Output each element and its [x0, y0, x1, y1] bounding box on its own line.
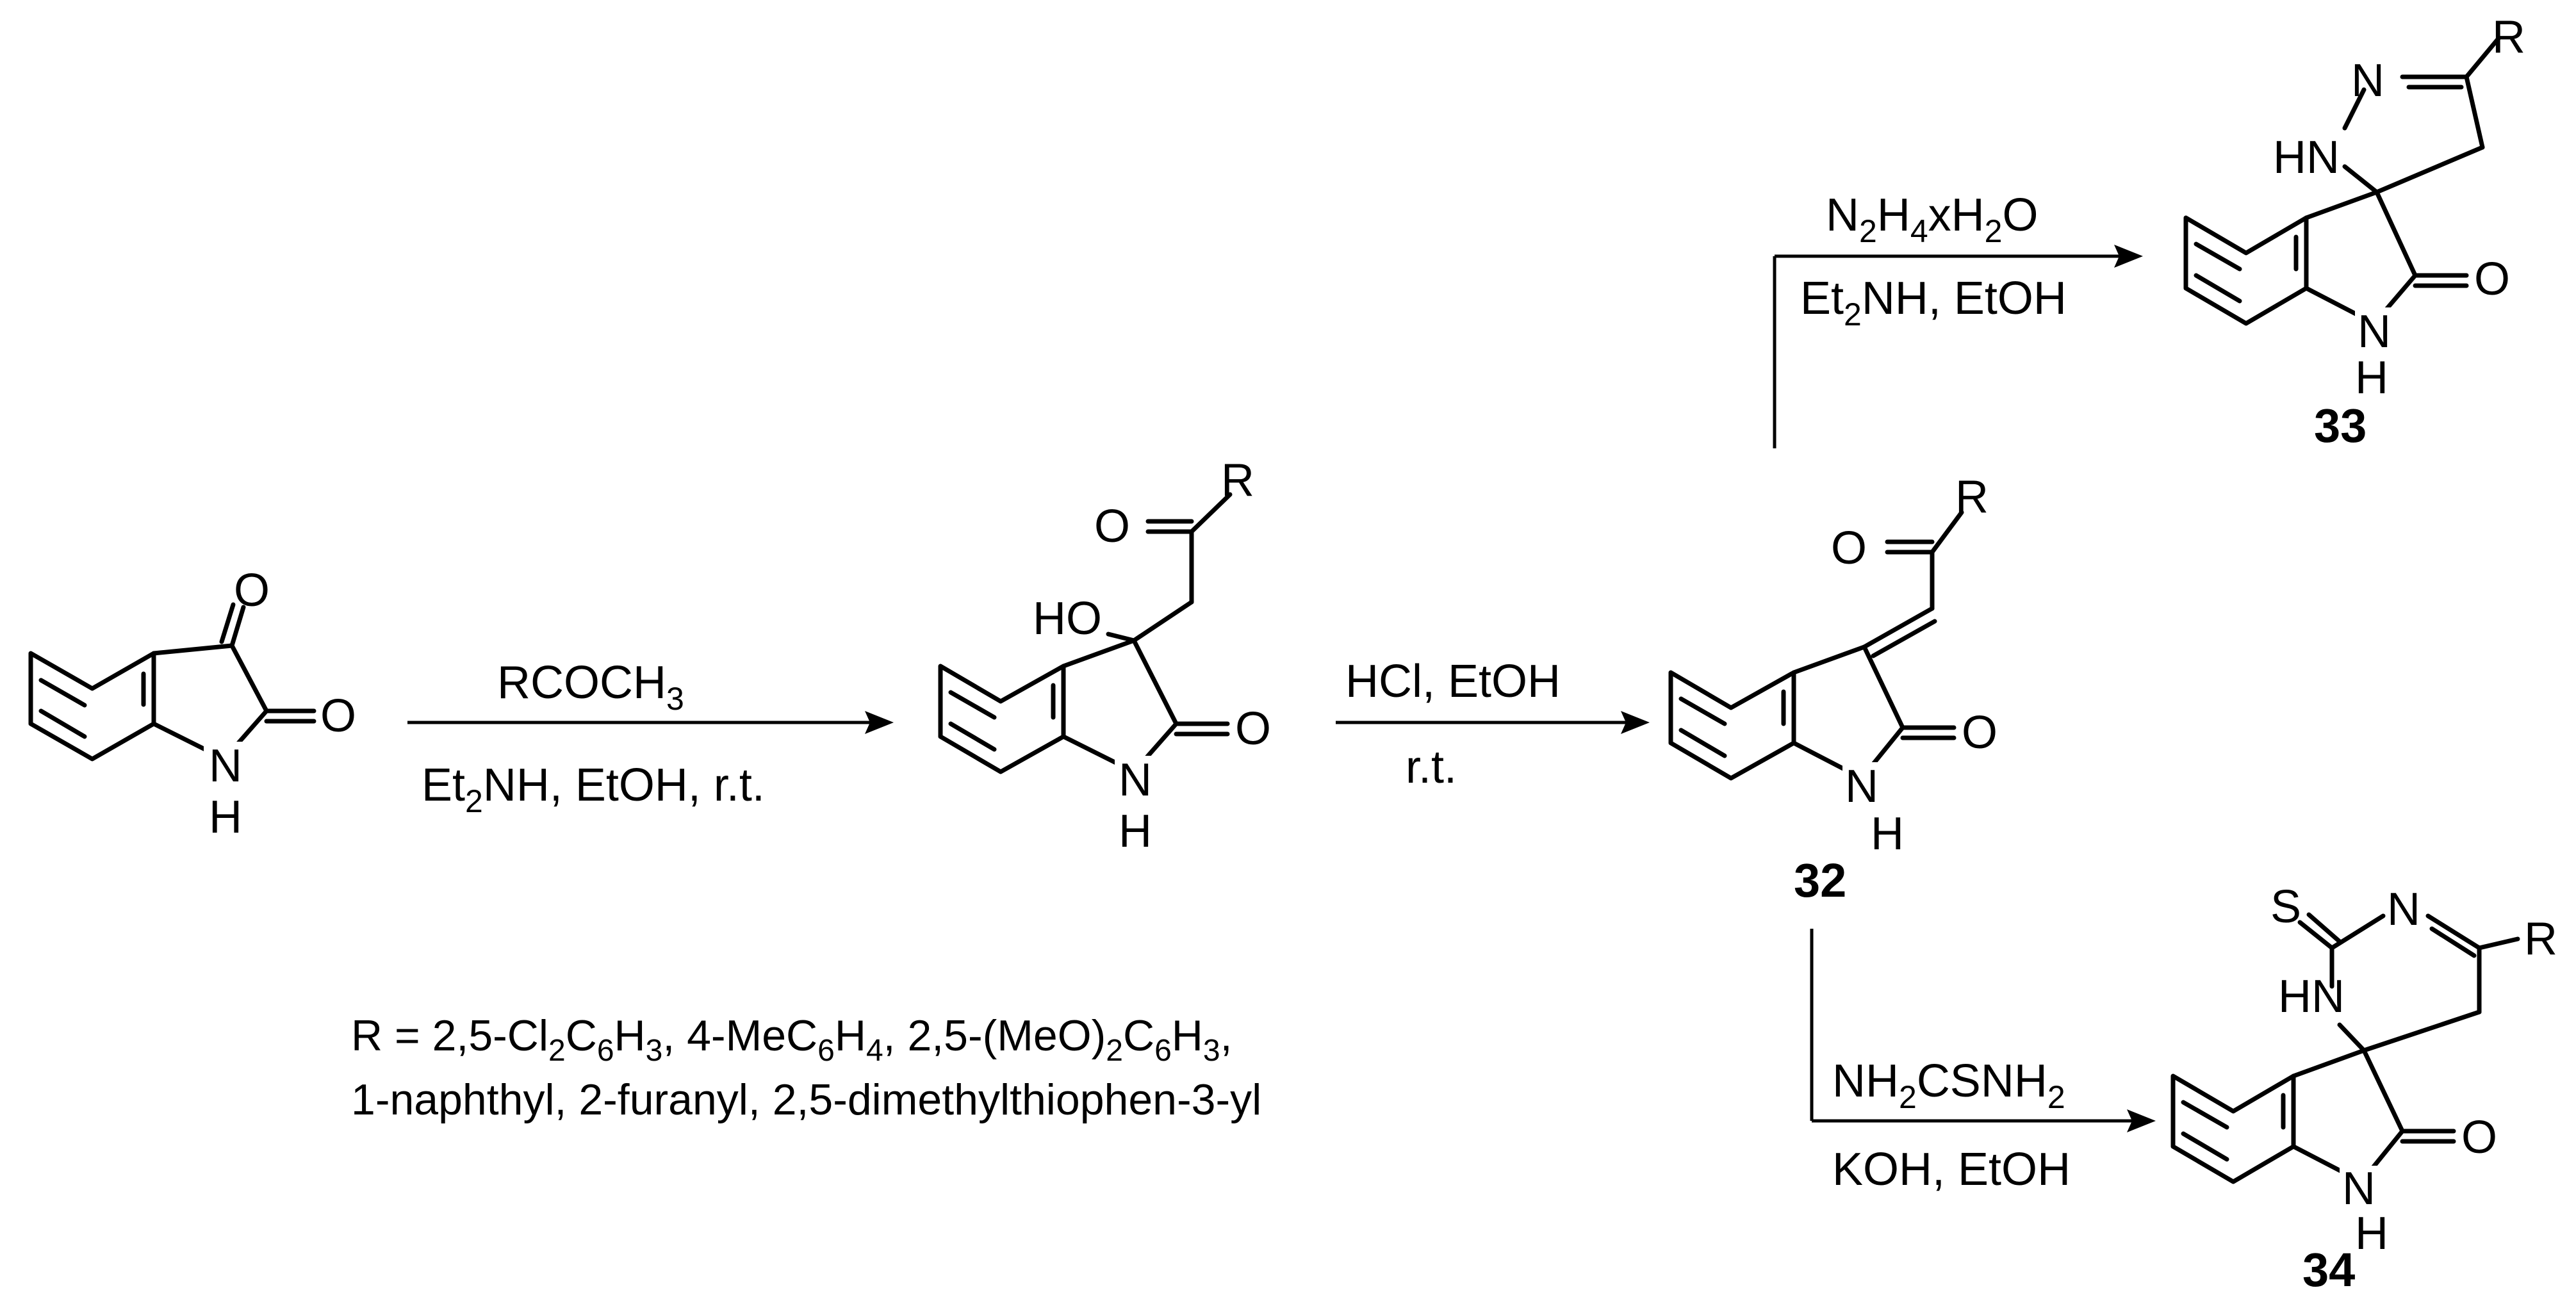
step4-top-reagent: NH2CSNH2 [1832, 1056, 2065, 1115]
c34-r-label: R [2524, 913, 2557, 965]
c32-lactam-o-label: O [1962, 707, 1998, 758]
arrow-step4 [1810, 929, 2156, 1132]
c32-ketone-o-label: O [1831, 523, 1867, 574]
aldol-intermediate-structure: O R HO O N H [938, 455, 1271, 857]
compound-33-structure: N HN R O N H [2183, 12, 2525, 404]
c34-h-label: H [2355, 1208, 2388, 1259]
compound-33-label: 33 [2314, 399, 2367, 452]
c34-s-label: S [2270, 881, 2301, 933]
isatin-structure: O O N H [28, 565, 356, 843]
c33-r-label: R [2492, 12, 2525, 63]
c32-n-label: N [1845, 761, 1878, 812]
step3-bottom-reagent: Et2NH, EtOH [1800, 273, 2067, 332]
c34-n1-label: N [2342, 1163, 2375, 1214]
arrow-step3 [1773, 245, 2143, 448]
isatin-o2-label: O [320, 690, 356, 742]
isatin-h-label: H [209, 792, 242, 843]
compound-32-label: 32 [1794, 854, 1846, 907]
arrow-step1 [407, 711, 894, 734]
c32-h-label: H [1871, 808, 1904, 860]
c32-r-label: R [1955, 471, 1989, 523]
step4-bottom-reagent: KOH, EtOH [1832, 1144, 2071, 1195]
compound-34-label: 34 [2302, 1243, 2355, 1294]
step2-bottom-reagent: r.t. [1406, 742, 1457, 793]
aldol-n-label: N [1119, 755, 1152, 806]
compound-34-structure: S N R HN O N H [2170, 881, 2557, 1259]
c33-n1-label: N [2358, 306, 2391, 357]
c33-o-label: O [2474, 254, 2510, 305]
r-definition-line2: 1-naphthyl, 2-furanyl, 2,5-dimethylthiop… [351, 1075, 1261, 1124]
step1-top-reagent: RCOCH3 [497, 657, 684, 717]
c33-n-label: N [2351, 55, 2384, 106]
aldol-r-label: R [1221, 455, 1254, 506]
step3-top-reagent: N2H4xH2O [1826, 190, 2038, 249]
step2-top-reagent: HCl, EtOH [1345, 656, 1561, 707]
c34-o-label: O [2461, 1112, 2497, 1163]
aldol-h-label: H [1119, 806, 1152, 857]
c34-n-label: N [2387, 884, 2420, 935]
aldol-ho-label: HO [1033, 593, 1102, 644]
isatin-o3-label: O [234, 565, 270, 616]
r-definition-line1: R = 2,5-Cl2C6H3, 4-MeC6H4, 2,5-(MeO)2C6H… [351, 1011, 1233, 1068]
c33-h-label: H [2355, 352, 2388, 404]
step1-bottom-reagent: Et2NH, EtOH, r.t. [422, 760, 765, 819]
c33-hn-label: HN [2273, 132, 2340, 183]
arrow-step2 [1336, 711, 1650, 734]
isatin-n-label: N [209, 740, 242, 792]
aldol-ketone-o-label: O [1094, 501, 1130, 552]
aldol-lactam-o-label: O [1235, 703, 1271, 755]
compound-32-structure: O R O N H [1668, 471, 1998, 860]
c34-hn-label: HN [2278, 971, 2345, 1022]
